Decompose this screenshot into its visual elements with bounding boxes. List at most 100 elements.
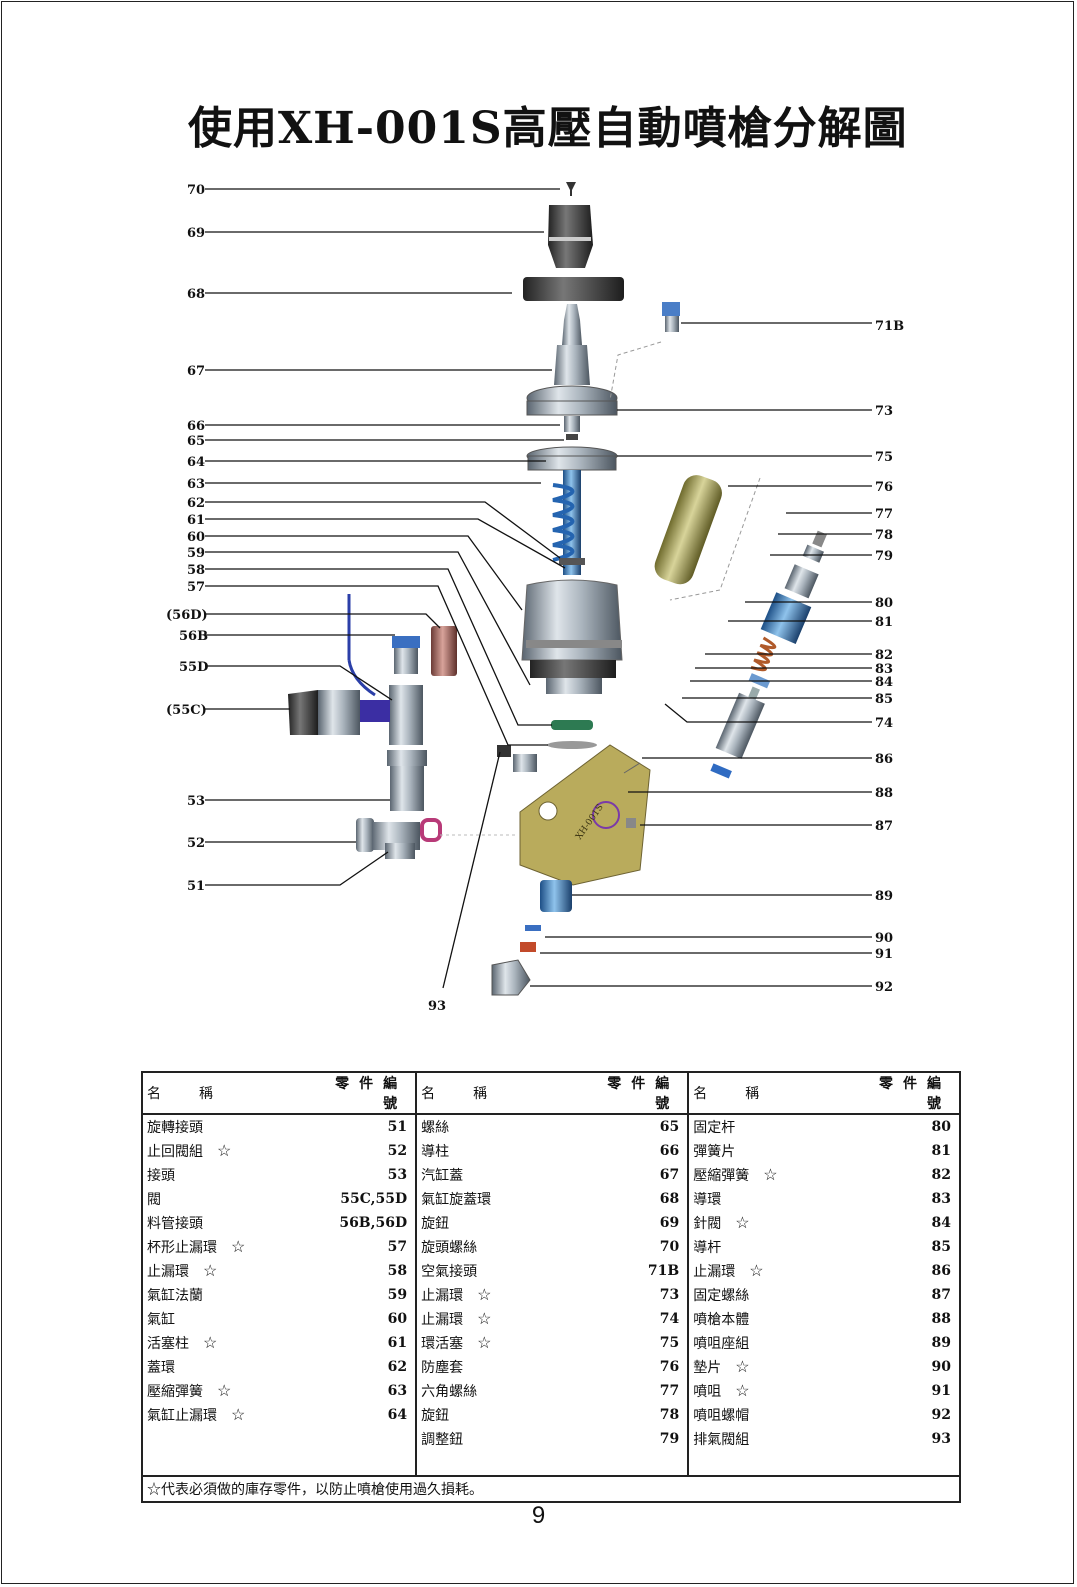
part-name: 杯形止漏環: [147, 1240, 217, 1256]
part-number-cell: 93: [861, 1427, 960, 1451]
label-58: 58: [187, 563, 205, 578]
label-63: 63: [187, 477, 205, 492]
part-name: 活塞柱: [147, 1336, 189, 1352]
part-number: 78: [659, 1407, 680, 1423]
label-76: 76: [875, 480, 893, 495]
part-name-cell: 調整鈕: [416, 1427, 588, 1451]
label-81: 81: [875, 615, 893, 630]
assembly-parts: XH-001S: [288, 182, 827, 996]
part-name-cell: 閥: [142, 1187, 314, 1211]
part-51-swivel: [385, 843, 415, 859]
exploded-diagram: XH-001S 70 69 68 67 66 65 64 63 62 61 60: [166, 182, 904, 1014]
table-footnote-row: ☆代表必須做的庫存零件，以防止噴槍使用過久損耗。: [142, 1475, 960, 1502]
part-number-cell: 52: [314, 1139, 418, 1163]
label-84: 84: [875, 675, 893, 690]
part-name: 壓縮彈簧: [147, 1384, 203, 1400]
star-icon: ☆: [735, 1381, 750, 1400]
part-name-cell: 防塵套: [416, 1355, 588, 1379]
part-number-cell: 53: [314, 1163, 418, 1187]
part-number: 90: [931, 1359, 951, 1375]
page-number: 9: [531, 1502, 546, 1529]
label-74: 74: [875, 716, 893, 731]
part-name-cell: 蓋環: [142, 1355, 314, 1379]
label-73: 73: [875, 404, 893, 419]
part-name: 彈簧片: [693, 1144, 736, 1160]
label-78: 78: [875, 528, 893, 543]
part-number-cell: 56B,56D: [314, 1211, 418, 1235]
part-number-cell: 70: [588, 1235, 690, 1259]
part-number: 70: [659, 1239, 680, 1255]
part-name: 防塵套: [421, 1360, 464, 1376]
part-number: 67: [659, 1167, 680, 1183]
part-number: 93: [931, 1431, 951, 1447]
part-number-cell: 83: [861, 1187, 960, 1211]
part-67-cap-stem: [562, 304, 582, 345]
part-name: 止漏環: [421, 1288, 464, 1304]
part-name-cell: 噴槍本體: [688, 1307, 860, 1331]
label-89: 89: [875, 889, 893, 904]
part-name-cell: 彈簧片: [688, 1139, 860, 1163]
part-name: 導環: [693, 1192, 722, 1208]
label-61: 61: [187, 513, 205, 528]
part-name: 止漏環: [421, 1312, 464, 1328]
part-55C-handle: [288, 690, 318, 735]
part-name: 導杆: [693, 1240, 722, 1256]
label-75: 75: [875, 450, 893, 465]
part-name-cell: 旋鈕: [416, 1403, 588, 1427]
header-num-2: 零件編號: [607, 1076, 680, 1112]
star-icon: ☆: [477, 1285, 492, 1304]
part-91-nozzle: [520, 942, 536, 952]
part-number-cell: 59: [314, 1283, 418, 1307]
part-name: 氣缸止漏環: [147, 1408, 217, 1424]
part-number-cell: 90: [861, 1355, 960, 1379]
part-number-cell: 86: [861, 1259, 960, 1283]
label-56B: 56B: [179, 629, 208, 644]
table-footnote: ☆代表必須做的庫存零件，以防止噴槍使用過久損耗。: [142, 1475, 960, 1502]
label-66: 66: [187, 419, 205, 434]
part-92-nozzle-nut: [491, 959, 531, 996]
label-55D: 55D: [179, 660, 208, 675]
part-56B-fitting: [392, 636, 420, 648]
star-icon: ☆: [477, 1333, 492, 1352]
part-number: 68: [659, 1191, 680, 1207]
star-icon: ☆: [735, 1357, 750, 1376]
part-number-cell: 66: [588, 1139, 690, 1163]
label-56D: (56D): [166, 608, 208, 623]
label-59: 59: [187, 546, 205, 561]
part-name-cell: 料管接頭: [142, 1211, 314, 1235]
part-name: 止漏環: [693, 1264, 736, 1280]
part-number: 74: [659, 1311, 680, 1327]
part-name: 調整鈕: [421, 1432, 464, 1448]
label-88: 88: [875, 786, 893, 801]
part-number: 60: [387, 1311, 408, 1327]
label-93: 93: [428, 999, 446, 1014]
part-number: 84: [931, 1215, 951, 1231]
part-number-cell: 63: [314, 1379, 418, 1403]
part-71B-fitting: [662, 302, 680, 316]
part-85-guide: [715, 692, 765, 759]
star-icon: ☆: [217, 1381, 232, 1400]
part-name-cell: 止回閥組☆: [142, 1139, 314, 1163]
label-52: 52: [187, 836, 205, 851]
part-number: 71B: [647, 1263, 680, 1279]
part-number-cell: 87: [861, 1283, 960, 1307]
part-89-nozzle-seat: [540, 880, 572, 912]
part-name: 空氣接頭: [421, 1264, 478, 1280]
part-name: 旋頭螺絲: [421, 1240, 478, 1256]
part-number-cell: 88: [861, 1307, 960, 1331]
part-number-cell: 71B: [588, 1259, 690, 1283]
part-90-gasket: [525, 925, 541, 931]
part-number-cell: 65: [588, 1114, 690, 1139]
part-number: 57: [387, 1239, 408, 1255]
part-number-cell: 58: [314, 1259, 418, 1283]
part-name-cell: 活塞柱☆: [142, 1331, 314, 1355]
part-number-cell: 80: [861, 1114, 960, 1139]
label-82: 82: [875, 648, 893, 663]
part-name-cell: 螺絲: [416, 1114, 588, 1139]
part-65-screw: [566, 434, 578, 440]
part-number-cell: 77: [588, 1379, 690, 1403]
